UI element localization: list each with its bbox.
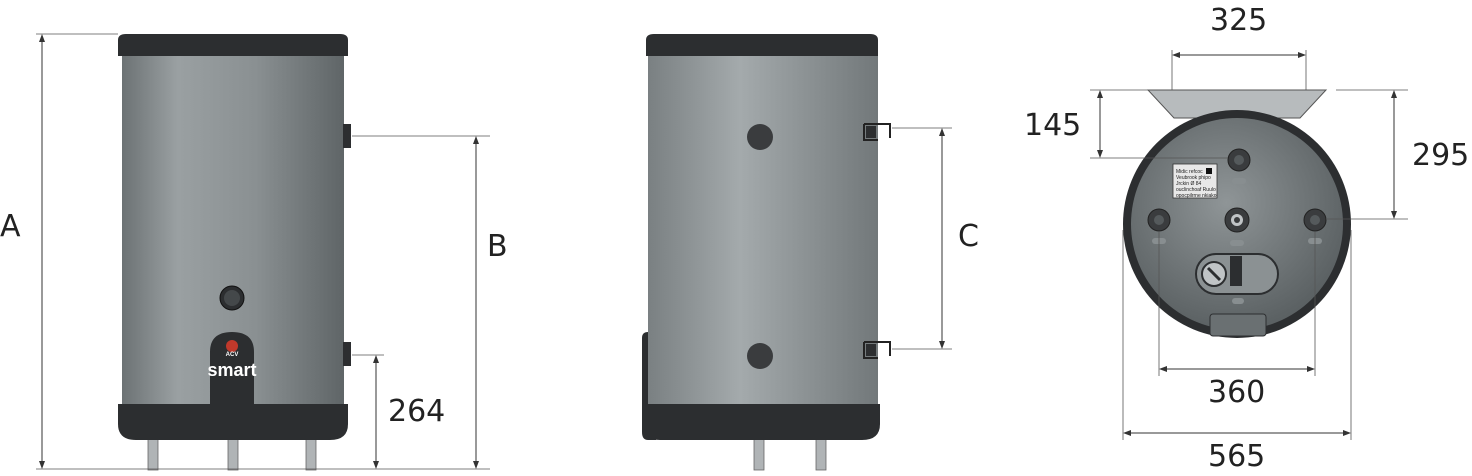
cover-tab (1209, 313, 1267, 337)
leg-pipe (815, 435, 827, 471)
dimension-145: 145 (1024, 108, 1081, 143)
wall-bracket (1146, 89, 1328, 119)
port (1227, 148, 1251, 184)
leg-pipe (147, 435, 159, 471)
smart-logo: smart (207, 360, 256, 380)
port (1147, 208, 1171, 244)
acv-logo-icon (226, 340, 238, 352)
dimension-565: 565 (1208, 439, 1265, 474)
wall-hook (863, 123, 891, 141)
dimension-c: C (958, 219, 979, 254)
control-cover (210, 332, 254, 440)
label-line: Veubrook phipo (1176, 175, 1211, 181)
label-line: Jrckin Ø 84 (1176, 181, 1202, 187)
top-view: Midic refcoc Veubrook phipo Jrckin Ø 84 … (1024, 3, 1469, 474)
bottom-cap (644, 404, 880, 440)
dimension-a: A (0, 209, 21, 244)
acv-logo-text: ACV (226, 352, 239, 358)
side-connector (343, 124, 351, 148)
label-line: opocpilrrne nkiako (1176, 193, 1217, 199)
dimension-325: 325 (1210, 3, 1267, 38)
coil-port (747, 124, 773, 150)
top-cap (646, 34, 878, 56)
front-view: ACV smart A B 264 (0, 33, 508, 471)
side-view: C (642, 34, 979, 471)
leg-pipe (227, 435, 239, 471)
leg-pipe (305, 435, 317, 471)
side-connector (343, 342, 351, 366)
leg-pipe (753, 435, 765, 471)
dimension-b: B (487, 229, 508, 264)
dimension-295: 295 (1412, 138, 1469, 173)
dimension-360: 360 (1208, 375, 1265, 410)
dimension-264: 264 (388, 394, 445, 429)
label-line: Midic refcoc (1176, 169, 1203, 175)
port (1224, 207, 1250, 246)
top-cap (118, 34, 348, 56)
label-line: ouclinchoaf Ruulo (1176, 187, 1216, 193)
port (1303, 208, 1327, 244)
wall-hook (863, 341, 891, 359)
coil-port (747, 343, 773, 369)
